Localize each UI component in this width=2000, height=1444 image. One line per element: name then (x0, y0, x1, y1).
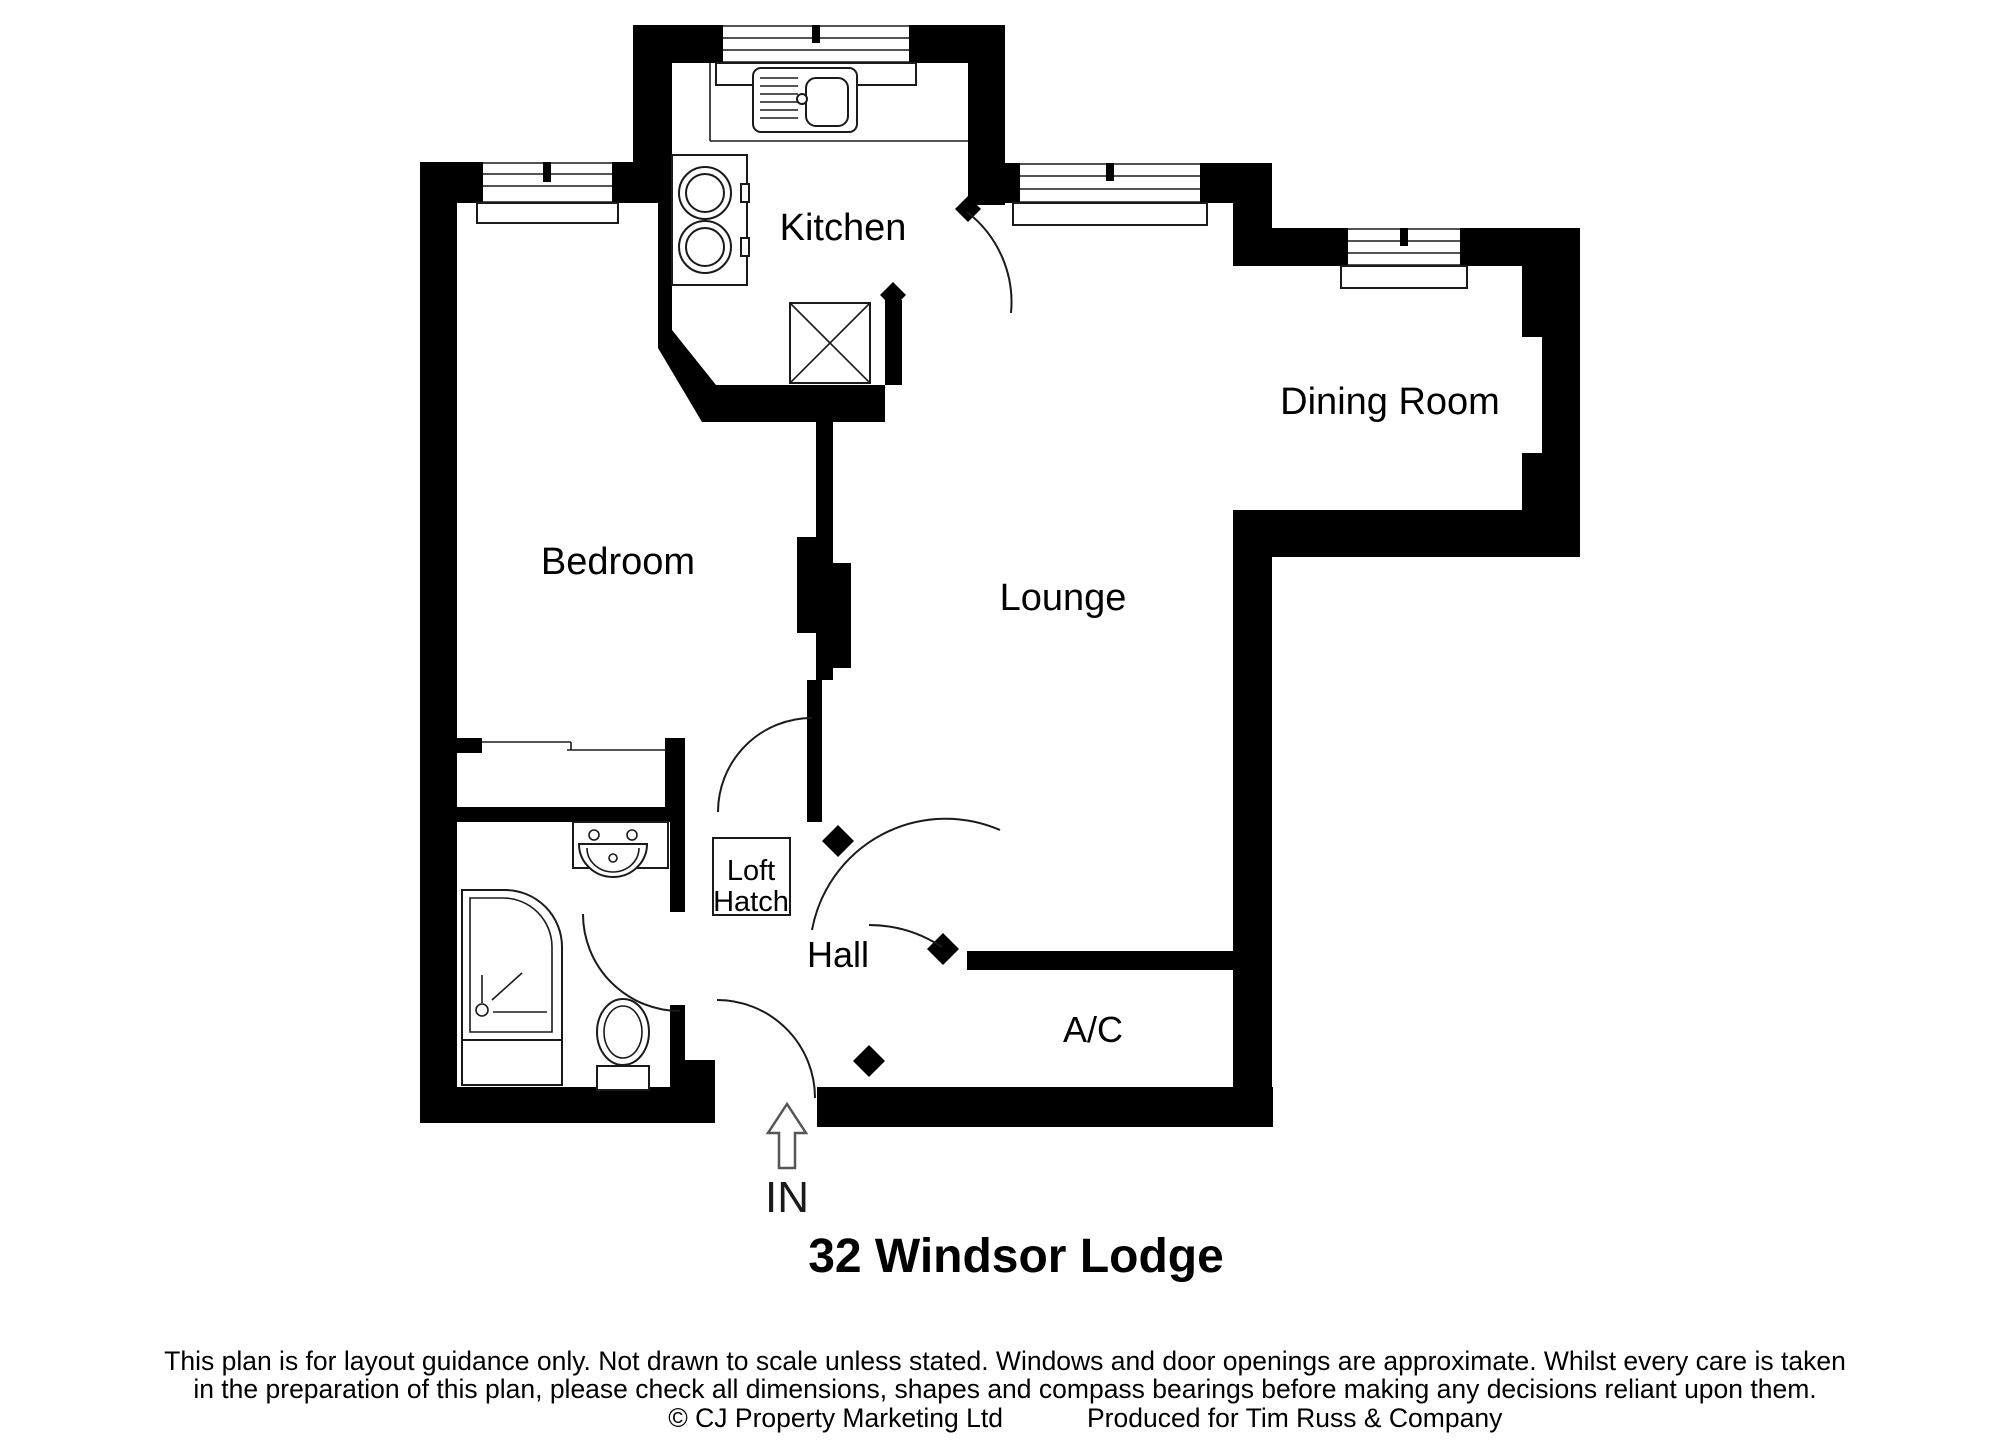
toilet (596, 998, 650, 1091)
walls (420, 25, 1580, 1127)
window-dining (1340, 228, 1468, 289)
wall-kitchen-jog (885, 300, 902, 385)
window-sill (1340, 265, 1468, 289)
wall-entrance-jamb (685, 1060, 715, 1123)
wall-bathroom-right-lower (670, 1005, 685, 1087)
wall-closet-jamb (665, 738, 685, 810)
window-bedroom (476, 162, 619, 224)
window-sill (1012, 202, 1208, 226)
fixtures (461, 63, 968, 1091)
wall-dining-top-left (1272, 228, 1348, 266)
wall-dining-bottom (1233, 510, 1580, 557)
door-arc-bedroom (717, 717, 813, 813)
wall-lounge-top-stub (1005, 163, 1020, 203)
disclaimer-line2: in the preparation of this plan, please … (193, 1374, 1816, 1404)
wall-kitchen-diagonal (658, 330, 716, 422)
door-arc-lounge (811, 817, 1001, 931)
cistern (596, 1065, 650, 1091)
shower-head (475, 1003, 489, 1017)
bathroom-basin (572, 821, 669, 878)
door-arc-kitchen (966, 211, 1013, 314)
copyright-text: © CJ Property Marketing Ltd (668, 1403, 1003, 1433)
plan-title: 32 Windsor Lodge (808, 1230, 1224, 1283)
wall-kitchen-left-junction (633, 162, 672, 203)
wall-lounge-right (1233, 510, 1272, 1127)
door-arc-bathroom (582, 913, 681, 1012)
door-arc-ac (868, 924, 943, 948)
room-label-dining: Dining Room (1280, 381, 1500, 423)
wall-bedroom-top-left (420, 162, 483, 203)
wall-kitchen-bottom (715, 385, 885, 422)
wall-bathroom-right-upper (670, 822, 685, 912)
kitchen-hob (671, 154, 750, 286)
doors (582, 211, 1013, 1099)
wall-bottom-right (817, 1087, 1273, 1127)
window-sill (476, 202, 619, 224)
wall-dining-right (1542, 228, 1580, 557)
wall-divider-bedroom-lounge (816, 392, 833, 680)
wall-kitchen-left-lower (658, 203, 672, 333)
wardrobe-doors (482, 741, 666, 751)
window-lounge (1012, 163, 1208, 226)
kitchen-counter-lines (709, 63, 968, 142)
loft-hatch-box (712, 837, 791, 916)
room-label-hall: Hall (807, 934, 869, 975)
wall-kitchen-right (968, 25, 1005, 205)
tap (796, 93, 808, 105)
room-label-lounge: Lounge (1000, 577, 1127, 619)
wall-chimney-tab-left (797, 537, 816, 633)
room-label-kitchen: Kitchen (780, 207, 907, 249)
room-label-ac: A/C (1063, 1009, 1123, 1050)
door-arc-entrance (716, 999, 816, 1099)
wall-chimney-tab-right (833, 563, 851, 668)
entrance-label: IN (765, 1173, 809, 1222)
jamb-ac-door-lower (853, 1045, 885, 1077)
room-label-bedroom: Bedroom (541, 541, 695, 583)
entrance-arrow-icon (765, 1101, 809, 1170)
wall-dining-recess-tab-lower (1522, 453, 1542, 510)
jamb-kitchen-door-upper (955, 196, 981, 222)
wall-bathroom-top (420, 807, 685, 822)
jamb-kitchen-door (880, 282, 906, 308)
produced-for-text: Produced for Tim Russ & Company (1087, 1403, 1503, 1433)
wall-step-column (1233, 163, 1272, 266)
loft-hatch-label-line1: Loft (727, 855, 775, 887)
wall-dining-recess-tab-upper (1522, 266, 1542, 337)
shower-step (461, 1039, 563, 1086)
wall-bottom-left (420, 1087, 708, 1123)
wall-closet-tab (420, 738, 482, 753)
jamb-lounge-door-right (927, 933, 959, 965)
shower (461, 889, 563, 1086)
wall-kitchen-top-left (633, 25, 723, 63)
wall-hall-column (807, 680, 822, 822)
kitchen-sink (752, 67, 858, 133)
jamb-lounge-door-left (822, 825, 854, 857)
kitchen-appliance-box (789, 302, 871, 384)
wall-left (420, 162, 457, 1123)
labels: Kitchen Dining Room Bedroom Lounge Hall … (164, 207, 1846, 1433)
loft-hatch-label-line2: Hatch (713, 886, 789, 918)
wall-ac-top (967, 951, 1237, 970)
disclaimer-line1: This plan is for layout guidance only. N… (164, 1346, 1846, 1376)
